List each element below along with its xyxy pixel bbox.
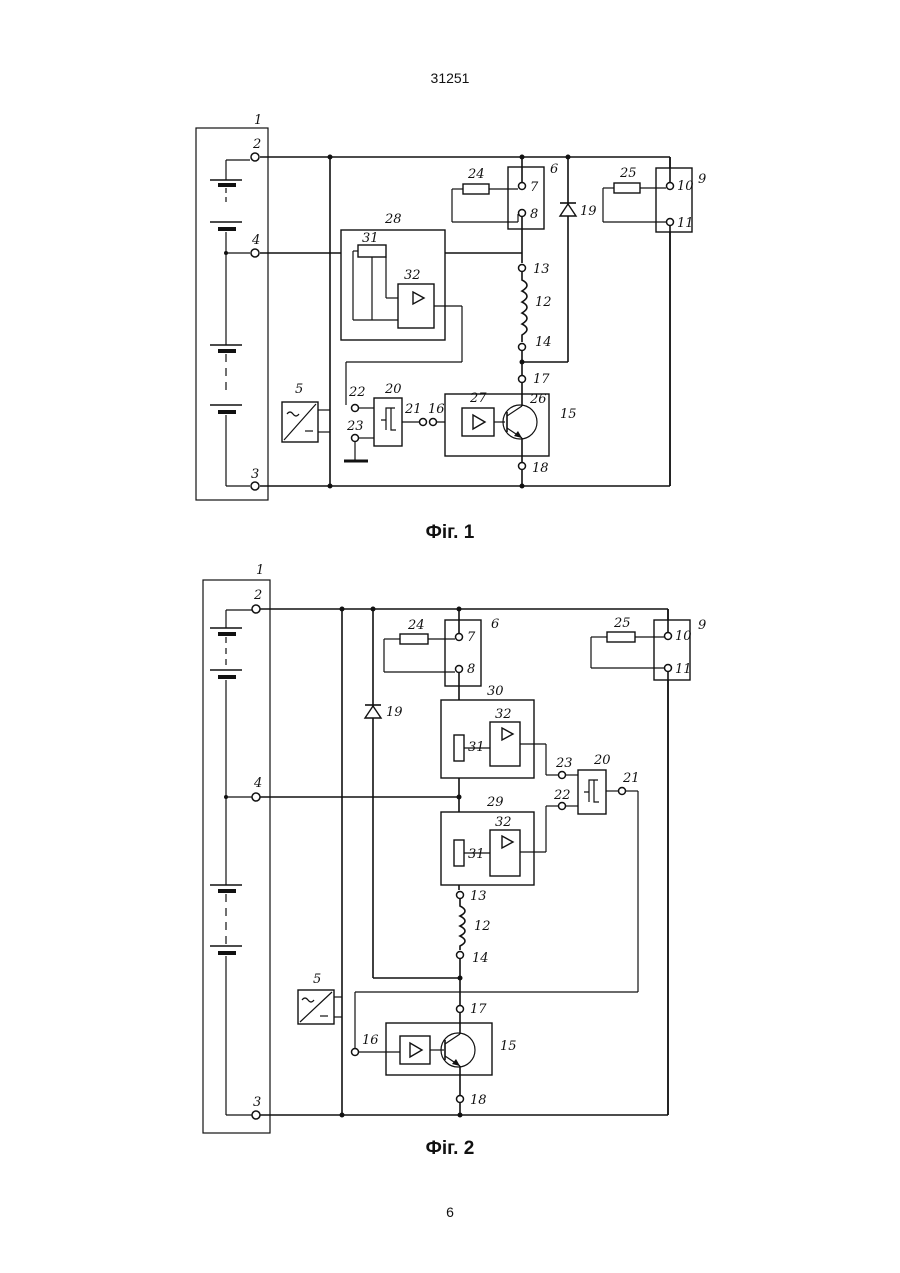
label-14: 14 (535, 335, 552, 350)
label-9: 9 (698, 172, 706, 187)
label-15: 15 (560, 407, 577, 422)
label-1: 1 (254, 113, 262, 128)
label-21: 21 (404, 402, 422, 417)
label-24: 24 (467, 167, 485, 182)
label-18: 18 (532, 461, 549, 476)
label-22: 22 (348, 385, 366, 400)
figure-1-caption: Фіг. 1 (0, 522, 900, 544)
page-footer-number: 6 (0, 1204, 900, 1220)
label-32: 32 (404, 268, 421, 283)
figure-2-caption: Фіг. 2 (0, 1138, 900, 1160)
label-13: 13 (533, 262, 550, 277)
label-23: 23 (346, 419, 364, 434)
resistor-25 (614, 183, 640, 193)
label-31: 31 (362, 231, 379, 246)
label-11: 11 (677, 216, 694, 231)
label-12: 12 (535, 295, 552, 310)
resistor-24 (463, 184, 489, 194)
label-17: 17 (533, 372, 550, 387)
amplifier-32 (398, 284, 434, 328)
label-25: 25 (619, 166, 637, 181)
label-20: 20 (384, 382, 402, 397)
label-26: 26 (529, 392, 547, 407)
label-6: 6 (550, 162, 558, 177)
label-3: 3 (251, 467, 259, 482)
trigger-20 (374, 398, 402, 446)
sensor-31 (358, 245, 386, 257)
label-4: 4 (251, 233, 260, 248)
label-7: 7 (530, 180, 539, 195)
label-2: 2 (252, 137, 261, 152)
label-27: 27 (469, 391, 487, 406)
label-5: 5 (295, 382, 303, 397)
label-10: 10 (677, 179, 694, 194)
label-16: 16 (428, 402, 445, 417)
label-19: 19 (580, 204, 597, 219)
label-8: 8 (530, 207, 538, 222)
label-28: 28 (384, 212, 402, 227)
relay-block-6 (508, 167, 544, 229)
